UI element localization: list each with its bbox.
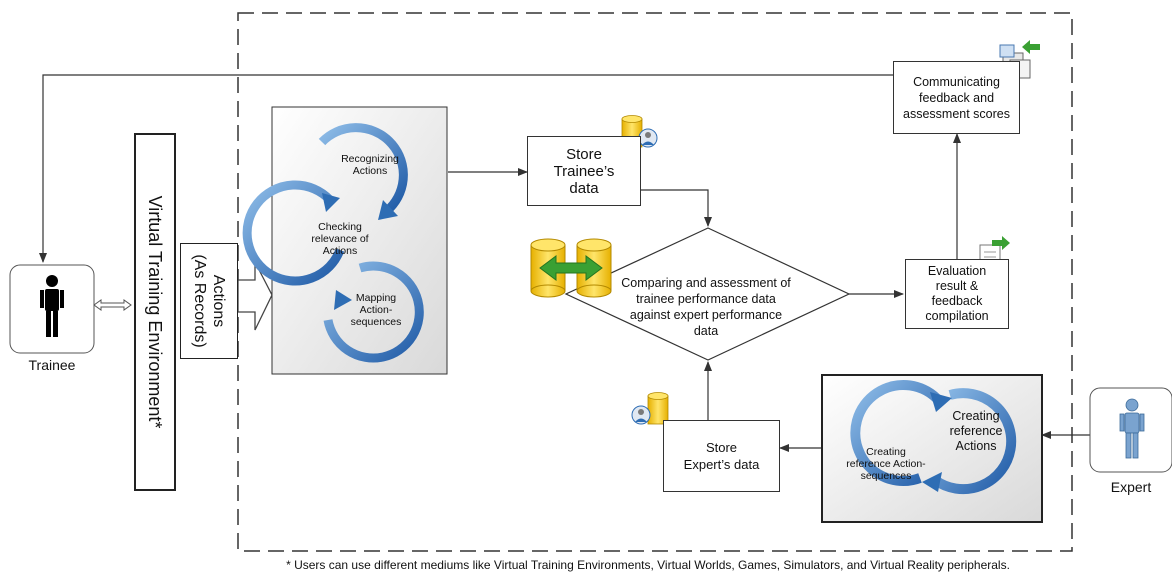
process-step-checking: Checking relevance of Actions (311, 221, 369, 257)
reference-step-sequences: Creating reference Action-sequences (846, 446, 926, 482)
trainee-label: Trainee (28, 357, 76, 373)
database-compare-icon (530, 238, 612, 298)
footnote: * Users can use different mediums like V… (286, 558, 1010, 572)
expert-label: Expert (1110, 479, 1152, 495)
comparison-label: Comparing and assessment of trainee perf… (621, 276, 791, 338)
double-arrow-trainee-vte (93, 299, 132, 311)
vte-box (134, 133, 176, 491)
store-expert-box: Store Expert’s data (663, 420, 780, 492)
database-user-icon-expert (631, 392, 669, 425)
vte-label: Virtual Training Environment* (145, 195, 166, 429)
process-step-recognizing: Recognizing Actions (341, 153, 399, 177)
actions-box (180, 243, 238, 359)
comparison-diamond (564, 227, 851, 361)
expert-person-icon (1119, 398, 1145, 459)
actions-block-arrow (237, 261, 273, 331)
actions-label-line2: (As Records) (191, 254, 208, 348)
process-cycle-rings (242, 123, 424, 363)
feedback-return-arrow (39, 74, 893, 263)
actions-label: Actions (As Records) (191, 243, 227, 359)
actions-label-line1: Actions (210, 274, 227, 328)
communicating-box: Communicating feedback and assessment sc… (893, 61, 1020, 134)
evaluation-box: Evaluation result & feedback compilation (905, 259, 1009, 329)
arrow-store-trainee-to-compare (641, 189, 712, 227)
process-cycle-arrowheads (322, 193, 398, 310)
trainee-person-icon (40, 275, 64, 337)
store-trainee-box: Store Trainee’s data (527, 136, 641, 206)
reference-step-actions: Creating reference Actions (949, 409, 1003, 453)
reference-cycle-rings (850, 380, 1017, 495)
reference-cycle-arrowheads (922, 392, 952, 492)
process-step-mapping: Mapping Action-sequences (350, 292, 402, 328)
